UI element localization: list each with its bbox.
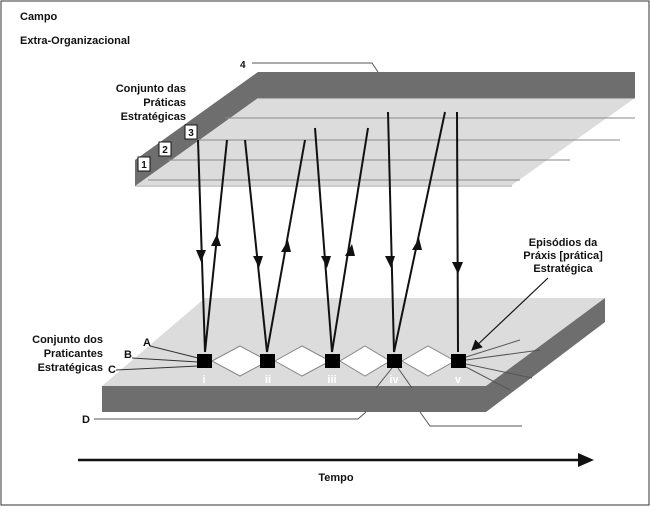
episode-label-v: v bbox=[455, 374, 462, 386]
layer-4-bracket bbox=[252, 63, 378, 72]
episodes-label-line2: Práxis [prática] bbox=[523, 250, 603, 262]
level-d-bracket-right bbox=[420, 412, 522, 426]
episodes-label-line3: Estratégica bbox=[533, 263, 593, 275]
layer-number-1-text: 1 bbox=[141, 160, 147, 171]
episode-marker bbox=[325, 354, 340, 368]
practices-slab bbox=[135, 72, 635, 186]
practices-label-line3: Estratégicas bbox=[121, 111, 186, 123]
practitioners-label-line3: Estratégicas bbox=[38, 362, 103, 374]
arrow-down-iv-head bbox=[385, 256, 395, 268]
layer-number-4-text: 4 bbox=[240, 60, 246, 71]
layer-number-2-text: 2 bbox=[162, 145, 168, 156]
episode-label-iii: iii bbox=[327, 374, 336, 386]
level-letter-c: C bbox=[108, 364, 116, 376]
arrow-up-i-head bbox=[211, 234, 221, 246]
campo-label-line2: Extra-Organizacional bbox=[20, 35, 130, 47]
practices-label-line2: Práticas bbox=[143, 97, 186, 109]
episodes-label-line1: Episódios da bbox=[529, 237, 598, 249]
episode-label-iv: iv bbox=[389, 374, 399, 386]
layer-number-2: 2 bbox=[159, 142, 171, 156]
practitioners-label-line1: Conjunto dos bbox=[32, 334, 103, 346]
arrow-down-i-head bbox=[196, 250, 206, 262]
episode-label-i: i bbox=[202, 374, 205, 386]
level-letter-a: A bbox=[143, 337, 151, 349]
practices-slab-back-edge bbox=[258, 72, 635, 98]
practitioners-label-line2: Praticantes bbox=[44, 348, 103, 360]
time-axis-label: Tempo bbox=[318, 472, 354, 484]
arrow-down-v bbox=[457, 112, 458, 352]
level-letter-b: B bbox=[124, 349, 132, 361]
layer-number-3-text: 3 bbox=[188, 128, 194, 139]
episode-label-ii: ii bbox=[265, 374, 271, 386]
episode-marker bbox=[451, 354, 466, 368]
level-d-bracket bbox=[94, 412, 366, 419]
arrow-down-v-head bbox=[452, 262, 463, 274]
episode-marker bbox=[387, 354, 402, 368]
layer-number-1: 1 bbox=[138, 157, 150, 171]
practitioners-slab-front-edge bbox=[102, 386, 486, 412]
practices-label-line1: Conjunto das bbox=[116, 83, 186, 95]
time-axis-arrowhead bbox=[578, 453, 594, 467]
episode-marker bbox=[197, 354, 212, 368]
episode-marker bbox=[260, 354, 275, 368]
level-letter-d: D bbox=[82, 414, 90, 426]
layer-number-3: 3 bbox=[185, 125, 197, 139]
campo-label-line1: Campo bbox=[20, 11, 58, 23]
